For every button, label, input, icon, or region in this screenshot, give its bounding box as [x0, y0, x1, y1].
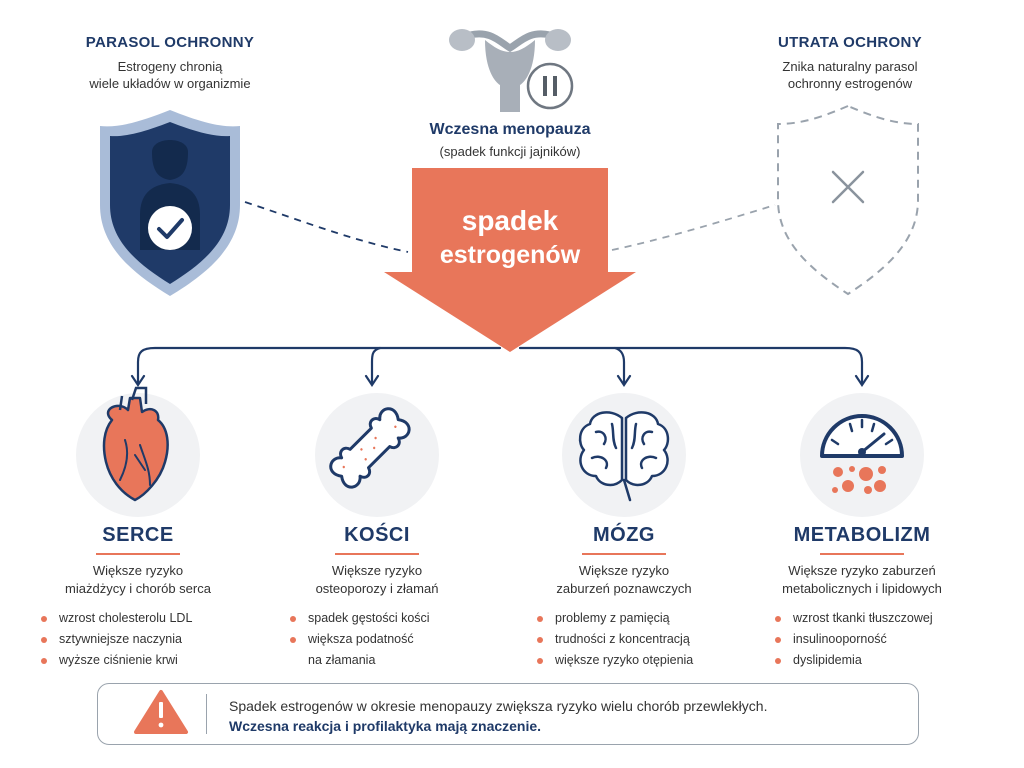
brain-icon	[578, 411, 670, 502]
broken-shield-x-icon	[777, 104, 919, 296]
list-item: sztywniejsze naczynia	[37, 629, 253, 650]
arrow-label-line2: estrogenów	[439, 241, 581, 269]
category-title: KOŚCI	[344, 524, 410, 546]
category-desc-line2: miażdżycy i chorób serca	[65, 581, 211, 596]
note-line2: Wczesna reakcja i profilaktyka mają znac…	[229, 718, 542, 734]
bone-icon	[329, 407, 411, 489]
list-item: na złamania	[308, 653, 376, 667]
category-desc: Większe ryzyko miażdżycy i chorób serca	[23, 562, 253, 598]
list-item: wyższe ciśnienie krwi	[37, 650, 253, 671]
shield-person-check-icon	[100, 110, 240, 296]
category-desc-line2: metabolicznych i lipidowych	[782, 581, 942, 596]
list-item: dyslipidemia	[771, 650, 977, 671]
center-subtitle: (spadek funkcji jajników)	[439, 144, 581, 159]
category-desc: Większe ryzyko osteoporozy i złamań	[262, 562, 492, 598]
category-bones: KOŚCI Większe ryzyko osteoporozy i złama…	[262, 524, 492, 671]
summary-note: Spadek estrogenów w okresie menopauzy zw…	[97, 683, 919, 745]
left-panel-desc: Estrogeny chronią wiele układów w organi…	[50, 58, 290, 92]
category-title: MÓZG	[593, 524, 655, 546]
category-underline	[96, 553, 180, 555]
right-panel-title: UTRATA OCHRONY	[778, 34, 922, 51]
category-desc-line2: zaburzeń poznawczych	[556, 581, 692, 596]
arrow-label: spadek estrogenów	[412, 204, 608, 272]
warning-icon	[134, 690, 188, 734]
category-bullets: problemy z pamięcią trudności z koncentr…	[533, 608, 739, 671]
category-brain: MÓZG Większe ryzyko zaburzeń poznawczych…	[509, 524, 739, 671]
branch-connectors	[130, 346, 870, 387]
category-bullets: spadek gęstości kości większa podatność …	[286, 608, 492, 671]
gauge-icon	[820, 414, 904, 494]
category-title: SERCE	[102, 524, 174, 546]
category-desc-line1: Większe ryzyko	[92, 563, 184, 578]
category-desc-line1: Większe ryzyko	[578, 563, 670, 578]
list-item: wzrost cholesterolu LDL	[37, 608, 253, 629]
left-panel-desc-line1: Estrogeny chronią	[117, 59, 223, 74]
left-panel-title: PARASOL OCHRONNY	[85, 34, 255, 51]
category-underline	[335, 553, 419, 555]
category-metabolism: METABOLIZM Większe ryzyko zaburzeń metab…	[747, 524, 977, 671]
category-desc-line2: osteoporozy i złamań	[315, 581, 439, 596]
list-item: wzrost tkanki tłuszczowej	[771, 608, 977, 629]
right-panel-desc: Znika naturalny parasol ochronny estroge…	[730, 58, 970, 92]
uterus-pause-icon	[449, 29, 574, 112]
category-underline	[820, 553, 904, 555]
estrogen-drop-arrow	[384, 168, 636, 352]
category-bullets: wzrost tkanki tłuszczowej insulinooporno…	[771, 608, 977, 671]
left-panel-desc-line2: wiele układów w organizmie	[89, 76, 251, 91]
category-title: METABOLIZM	[793, 524, 931, 546]
list-item: trudności z koncentracją	[533, 629, 739, 650]
right-panel-desc-line1: Znika naturalny parasol	[782, 59, 918, 74]
list-item: spadek gęstości kości	[286, 608, 492, 629]
category-desc: Większe ryzyko zaburzeń metabolicznych i…	[747, 562, 977, 598]
list-item: insulinooporność	[771, 629, 977, 650]
category-bullets: wzrost cholesterolu LDL sztywniejsze nac…	[37, 608, 253, 671]
right-panel-desc-line2: ochronny estrogenów	[787, 76, 913, 91]
arrow-label-line1: spadek	[461, 205, 559, 236]
right-dashed-connector	[611, 204, 776, 251]
left-dashed-connector	[244, 201, 409, 253]
category-desc-line1: Większe ryzyko	[331, 563, 423, 578]
note-line1: Spadek estrogenów w okresie menopauzy zw…	[229, 698, 768, 714]
note-divider	[206, 694, 207, 734]
list-item: problemy z pamięcią	[533, 608, 739, 629]
category-heart: SERCE Większe ryzyko miażdżycy i chorób …	[23, 524, 253, 671]
list-item: większe ryzyko otępienia	[533, 650, 739, 671]
list-item: większa podatność	[286, 629, 492, 650]
heart-icon	[102, 386, 169, 502]
category-desc-line1: Większe ryzyko zaburzeń	[788, 563, 936, 578]
category-underline	[582, 553, 666, 555]
category-desc: Większe ryzyko zaburzeń poznawczych	[509, 562, 739, 598]
center-title: Wczesna menopauza	[429, 121, 591, 138]
